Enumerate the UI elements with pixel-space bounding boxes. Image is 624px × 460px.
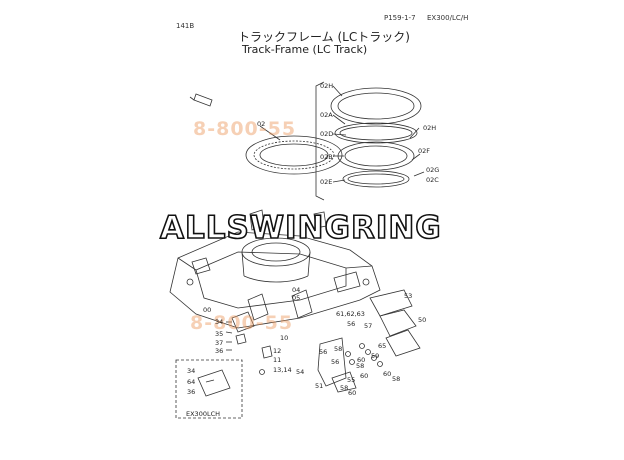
part-label: 35 bbox=[215, 330, 224, 338]
part-label: 60 bbox=[360, 372, 369, 380]
part-label: 02B bbox=[320, 153, 333, 161]
part-label: 56 bbox=[331, 358, 340, 366]
part-label: 60 bbox=[357, 356, 366, 364]
phone-watermark-bottom: 8-800-55 bbox=[190, 312, 294, 334]
left-guard-parts bbox=[225, 311, 273, 375]
inset-label: EX300LCH bbox=[186, 410, 221, 418]
part-label: 65 bbox=[378, 342, 387, 350]
part-label: 56 bbox=[347, 320, 356, 328]
part-label: 58 bbox=[392, 375, 401, 383]
right-guard-assembly bbox=[317, 289, 421, 393]
part-label: 54 bbox=[296, 368, 305, 376]
part-label: 55 bbox=[347, 376, 356, 384]
part-label: 00 bbox=[203, 306, 212, 314]
part-label: 58 bbox=[334, 345, 343, 353]
ring-stack bbox=[330, 87, 422, 188]
title-english: Track-Frame (LC Track) bbox=[242, 43, 368, 56]
inset-box bbox=[175, 359, 243, 419]
track-frame-body bbox=[169, 209, 381, 329]
part-label: 02E bbox=[320, 178, 333, 186]
part-label: 05 bbox=[292, 294, 301, 302]
front-arrow-icon bbox=[189, 93, 213, 107]
part-label: 36 bbox=[187, 388, 196, 396]
part-label: 02 bbox=[257, 120, 266, 128]
part-label: 50 bbox=[418, 316, 427, 324]
part-label: 02H bbox=[423, 124, 437, 132]
part-label: 11 bbox=[273, 356, 282, 364]
part-label: 57 bbox=[364, 322, 373, 330]
part-label: 02F bbox=[418, 147, 431, 155]
model-code: EX300/LC/H bbox=[427, 14, 469, 22]
part-label: 02C bbox=[426, 176, 439, 184]
part-label: 60 bbox=[348, 389, 357, 397]
part-label: 60 bbox=[383, 370, 392, 378]
part-label: 02G bbox=[426, 166, 440, 174]
reference-code: P159-1-7 bbox=[384, 14, 416, 22]
part-label: 53 bbox=[404, 292, 413, 300]
part-label: 58 bbox=[356, 362, 365, 370]
part-label: 36 bbox=[215, 347, 224, 355]
part-label: 59 bbox=[371, 352, 380, 360]
page-code: 141B bbox=[176, 22, 195, 30]
part-label: 13,14 bbox=[273, 366, 292, 374]
part-label: 12 bbox=[273, 347, 282, 355]
brand-watermark: ALLSWINGRING bbox=[159, 209, 442, 247]
part-label: 64 bbox=[187, 378, 196, 386]
part-label: 02A bbox=[320, 111, 333, 119]
title-japanese: トラックフレーム (LCトラック) bbox=[238, 30, 410, 44]
part-label: 51 bbox=[315, 382, 324, 390]
part-label: 04 bbox=[292, 286, 301, 294]
part-label: 37 bbox=[215, 339, 224, 347]
part-label: 58 bbox=[340, 384, 349, 392]
part-label: 34 bbox=[215, 318, 224, 326]
swing-bearing-ring bbox=[245, 135, 343, 175]
part-label: 02D bbox=[320, 130, 334, 138]
part-label: 02H bbox=[320, 82, 334, 90]
part-label: 56 bbox=[319, 348, 328, 356]
part-label: 10 bbox=[280, 334, 289, 342]
ring-group-bracket bbox=[315, 81, 325, 201]
part-label: 34 bbox=[187, 367, 196, 375]
phone-watermark-top: 8-800-55 bbox=[193, 118, 297, 140]
part-label: 61,62,63 bbox=[336, 310, 365, 318]
